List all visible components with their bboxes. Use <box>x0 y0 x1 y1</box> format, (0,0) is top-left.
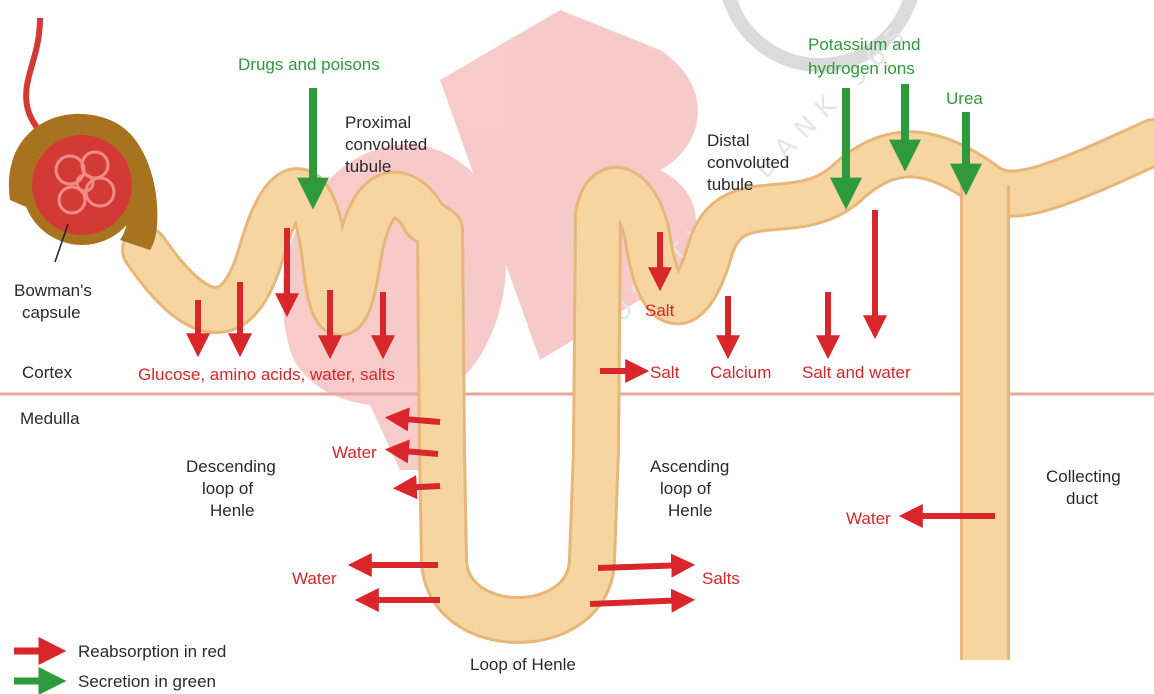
label-medulla: Medulla <box>20 409 80 428</box>
label-proximal-2: convoluted <box>345 135 427 154</box>
label-descending-3: Henle <box>210 501 254 520</box>
reabsorption-arrow <box>598 565 688 568</box>
label-distal-3: tubule <box>707 175 753 194</box>
label-proximal-1: Proximal <box>345 113 411 132</box>
label-proximal-3: tubule <box>345 157 391 176</box>
label-distal-1: Distal <box>707 131 750 150</box>
label-water-bottom: Water <box>292 569 337 588</box>
label-collecting-2: duct <box>1066 489 1098 508</box>
label-loop-of-henle: Loop of Henle <box>470 655 576 674</box>
label-potassium-1: Potassium and <box>808 35 920 54</box>
label-salt-top: Salt <box>645 301 675 320</box>
bowmans-capsule <box>9 114 158 250</box>
legend-reabsorption: Reabsorption in red <box>78 642 226 661</box>
label-descending-2: loop of <box>202 479 253 498</box>
label-ascending-3: Henle <box>668 501 712 520</box>
legend: Reabsorption in red Secretion in green <box>14 642 226 691</box>
label-potassium-2: hydrogen ions <box>808 59 915 78</box>
label-salt-and-water: Salt and water <box>802 363 911 382</box>
label-water-descending: Water <box>332 443 377 462</box>
label-descending-1: Descending <box>186 457 276 476</box>
label-drugs-and-poisons: Drugs and poisons <box>238 55 380 74</box>
label-cortex: Cortex <box>22 363 73 382</box>
reabsorption-arrow <box>400 486 440 488</box>
label-ascending-2: loop of <box>660 479 711 498</box>
reabsorption-arrow <box>590 600 688 604</box>
label-glucose: Glucose, amino acids, water, salts <box>138 365 395 384</box>
label-distal-2: convoluted <box>707 153 789 172</box>
legend-secretion: Secretion in green <box>78 672 216 691</box>
label-salt-mid: Salt <box>650 363 680 382</box>
label-salts-bottom: Salts <box>702 569 740 588</box>
label-bowmans-1: Bowman's <box>14 281 92 300</box>
label-ascending-1: Ascending <box>650 457 729 476</box>
label-bowmans-2: capsule <box>22 303 81 322</box>
label-water-collecting: Water <box>846 509 891 528</box>
reabsorption-arrow <box>392 418 440 422</box>
label-urea: Urea <box>946 89 983 108</box>
label-calcium: Calcium <box>710 363 771 382</box>
reabsorption-arrow <box>392 450 438 454</box>
label-collecting-1: Collecting <box>1046 467 1121 486</box>
